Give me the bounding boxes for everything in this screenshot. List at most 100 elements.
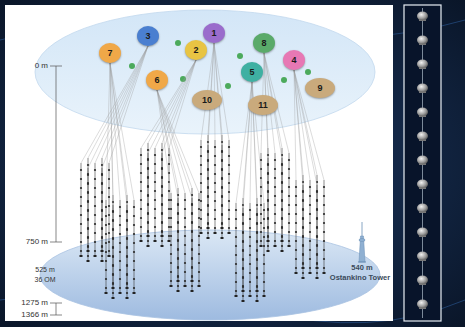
- optical-module-dot: [309, 195, 311, 197]
- optical-module-dot: [170, 253, 172, 255]
- optical-module-dot: [235, 281, 237, 283]
- optical-module-dot: [288, 240, 290, 242]
- optical-module: [417, 60, 428, 69]
- module-collar: [419, 140, 426, 142]
- tower-symbol: [358, 222, 366, 262]
- optical-module-dot: [249, 245, 251, 247]
- optical-module-dot: [105, 278, 107, 280]
- optical-module-dot: [198, 253, 200, 255]
- cluster-circle: 10: [192, 90, 222, 110]
- optical-module-dot: [87, 173, 89, 175]
- optical-module-dot: [221, 177, 223, 179]
- optical-module-dot: [191, 203, 193, 205]
- anchor: [119, 292, 122, 294]
- optical-module-dot: [133, 287, 135, 289]
- optical-module-dot: [221, 222, 223, 224]
- cable-line: [294, 70, 296, 180]
- cable-line: [157, 90, 171, 193]
- optical-module-dot: [119, 269, 121, 271]
- optical-module-dot: [249, 272, 251, 274]
- string-line: [275, 153, 276, 245]
- optical-module-dot: [112, 228, 114, 230]
- optical-module-dot: [295, 231, 297, 233]
- optical-module: [417, 228, 428, 237]
- optical-module-dot: [295, 195, 297, 197]
- optical-module-dot: [147, 149, 149, 151]
- string-line: [250, 203, 251, 295]
- optical-module-dot: [198, 199, 200, 201]
- optical-module-dot: [80, 232, 82, 234]
- optical-module-dot: [242, 295, 244, 297]
- optical-module-dot: [184, 208, 186, 210]
- optical-module-dot: [256, 276, 258, 278]
- optical-module-dot: [323, 204, 325, 206]
- optical-module-dot: [274, 231, 276, 233]
- optical-module-dot: [260, 168, 262, 170]
- optical-module-dot: [228, 173, 230, 175]
- optical-module-dot: [147, 194, 149, 196]
- optical-module-dot: [170, 280, 172, 282]
- optical-module-dot: [309, 258, 311, 260]
- optical-module-dot: [108, 187, 110, 189]
- optical-module-dot: [288, 222, 290, 224]
- optical-module-dot: [101, 200, 103, 202]
- optical-module-dot: [140, 190, 142, 192]
- optical-module-dot: [281, 163, 283, 165]
- optical-module: [417, 276, 428, 285]
- cluster-circle: 7: [99, 43, 121, 63]
- optical-module-dot: [295, 213, 297, 215]
- optical-module-dot: [133, 278, 135, 280]
- anchor: [207, 237, 210, 239]
- string-line: [264, 203, 265, 295]
- optical-module-dot: [274, 168, 276, 170]
- optical-module-dot: [198, 208, 200, 210]
- optical-module-dot: [235, 254, 237, 256]
- cluster-circle: 3: [137, 26, 159, 46]
- anchor: [177, 290, 180, 292]
- cable-line: [157, 90, 192, 188]
- optical-module-dot: [281, 208, 283, 210]
- optical-module-dot: [140, 163, 142, 165]
- optical-module-dot: [108, 223, 110, 225]
- optical-module-dot: [198, 217, 200, 219]
- string-line: [169, 148, 170, 240]
- optical-module-dot: [302, 226, 304, 228]
- optical-module-dot: [274, 222, 276, 224]
- optical-module-dot: [119, 233, 121, 235]
- optical-module-dot: [133, 224, 135, 226]
- optical-module-dot: [288, 168, 290, 170]
- anchor: [154, 240, 157, 242]
- optical-module-dot: [80, 205, 82, 207]
- optical-module-dot: [184, 226, 186, 228]
- optical-module-dot: [256, 258, 258, 260]
- optical-module-dot: [295, 204, 297, 206]
- optical-module-dot: [302, 217, 304, 219]
- optical-module-dot: [200, 227, 202, 229]
- optical-module-dot: [221, 150, 223, 152]
- optical-module: [417, 252, 428, 261]
- optical-module-dot: [154, 181, 156, 183]
- optical-module-dot: [80, 169, 82, 171]
- optical-module-dot: [184, 271, 186, 273]
- optical-module-dot: [263, 263, 265, 265]
- optical-module: [417, 300, 428, 309]
- optical-module-dot: [221, 159, 223, 161]
- cluster-number: 3: [145, 32, 150, 41]
- optical-module-dot: [154, 190, 156, 192]
- module-collar: [419, 308, 426, 310]
- optical-module-dot: [302, 190, 304, 192]
- optical-module-dot: [316, 199, 318, 201]
- optical-module-dot: [281, 172, 283, 174]
- optical-module-dot: [168, 163, 170, 165]
- anchor: [249, 295, 252, 297]
- anchor: [214, 232, 217, 234]
- optical-module-dot: [228, 146, 230, 148]
- optical-module-dot: [101, 182, 103, 184]
- optical-module-dot: [263, 281, 265, 283]
- optical-module-dot: [80, 241, 82, 243]
- optical-module-dot: [112, 255, 114, 257]
- optical-module-dot: [256, 222, 258, 224]
- cable-line: [88, 46, 148, 158]
- module-collar: [419, 188, 426, 190]
